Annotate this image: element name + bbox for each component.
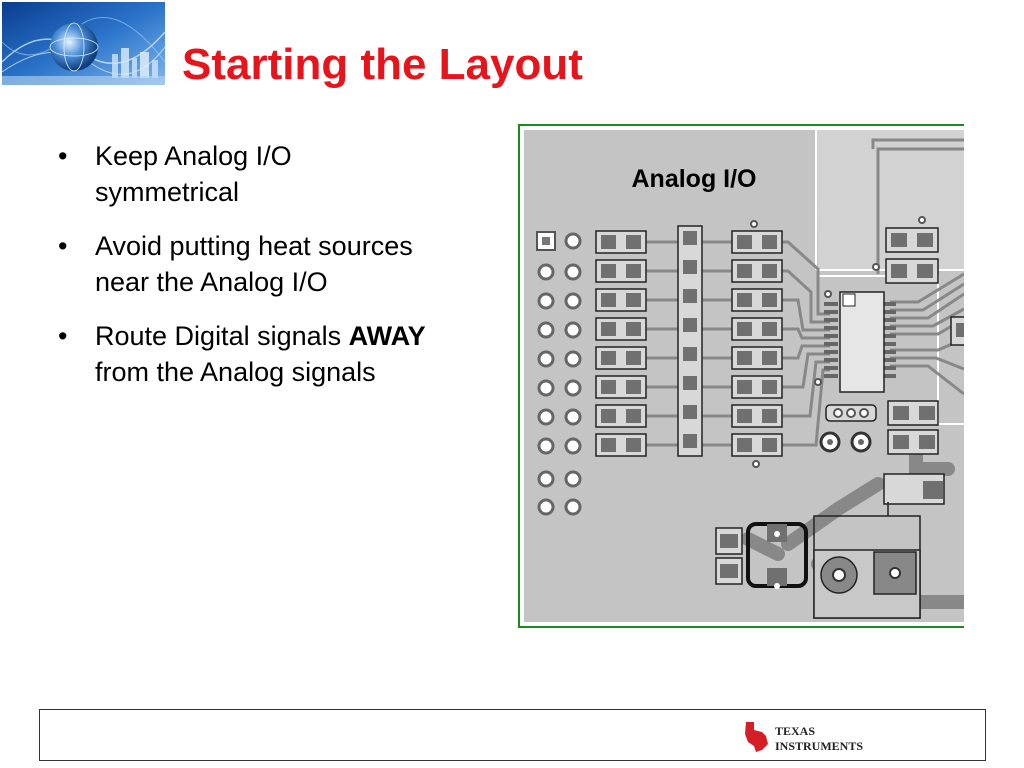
connector-header [536,231,582,516]
texas-state-icon [745,722,768,752]
passive-components [595,225,783,457]
ti-brand-line2: INSTRUMENTS [775,739,863,753]
bullet-glyph: • [58,321,68,351]
bullet-glyph: • [58,231,68,261]
slide-title: Starting the Layout [182,40,583,89]
pcb-layout-figure: Analog I/O [518,124,964,628]
bullet-list: • Keep Analog I/O symmetrical • Avoid pu… [58,138,438,408]
ti-brand-line1: TEXAS [775,724,815,738]
ic-chip [824,291,896,393]
globe-banner-logo [2,2,165,85]
bullet-text: Avoid putting heat sources near the Anal… [95,231,413,297]
bullet-item: • Route Digital signals AWAY from the An… [58,318,438,390]
analog-io-label: Analog I/O [632,165,757,193]
bullet-text: Keep Analog I/O symmetrical [95,141,292,207]
bullet-text: Route Digital signals AWAY from the Anal… [95,321,426,387]
texas-instruments-logo: TEXAS INSTRUMENTS [745,722,863,753]
footer-bar [39,709,986,761]
bullet-item: • Avoid putting heat sources near the An… [58,228,438,300]
bullet-glyph: • [58,141,68,171]
capacitor [715,522,808,589]
power-regulator [813,515,921,619]
bullet-item: • Keep Analog I/O symmetrical [58,138,438,210]
emphasis-away: AWAY [348,321,426,351]
